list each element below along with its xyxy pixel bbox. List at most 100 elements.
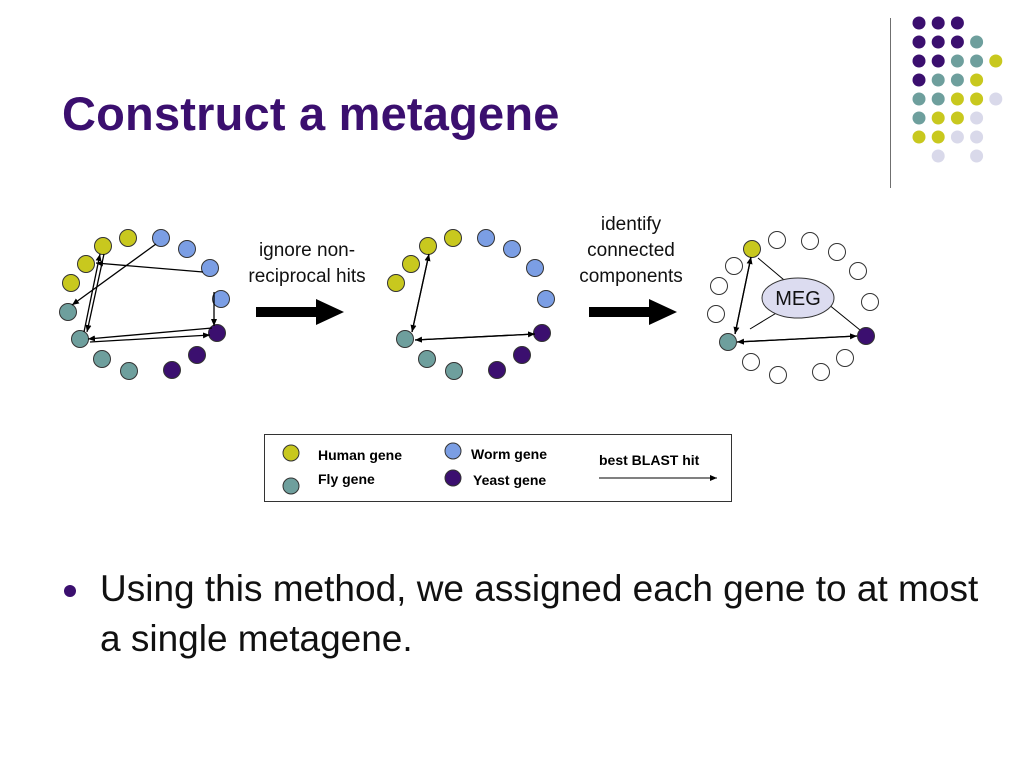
panel2-reciprocal-arrow — [411, 253, 431, 333]
panel1-yeast-gene — [208, 324, 226, 342]
panel1-worm-gene — [212, 290, 230, 308]
legend-fly-swatch — [282, 477, 300, 495]
decorative-dot — [931, 16, 945, 30]
panel2-fly-gene — [396, 330, 414, 348]
decorative-dot — [931, 73, 945, 87]
metagene-label: MEG — [775, 288, 821, 310]
panel2-human-gene — [387, 274, 405, 292]
panel1-best-hit-arrow — [83, 253, 102, 333]
panel2-fly-gene — [418, 350, 436, 368]
step1-process-arrow — [256, 299, 344, 325]
panel3-reciprocal-arrow — [736, 335, 858, 345]
panel3-connector-line — [749, 311, 779, 330]
decorative-dot — [950, 130, 964, 144]
panel3-empty-slot — [769, 366, 787, 384]
panel1-best-hit-arrow — [87, 327, 213, 342]
panel2-human-gene — [419, 237, 437, 255]
legend-arrow-label: best BLAST hit — [599, 452, 700, 468]
panel1-human-gene — [119, 229, 137, 247]
panel3-empty-slot — [828, 243, 846, 261]
panel1-worm-gene — [178, 240, 196, 258]
legend-human-label: Human gene — [318, 447, 403, 463]
decorative-dot — [912, 35, 926, 49]
panel1-human-gene — [94, 237, 112, 255]
decorative-dot — [912, 16, 926, 30]
panel1-human-gene — [77, 255, 95, 273]
decorative-dot — [950, 16, 964, 30]
step2-process-arrow — [589, 299, 677, 325]
decorative-dot — [912, 130, 926, 144]
decorative-dot — [970, 54, 984, 68]
panel2-worm-gene — [526, 259, 544, 277]
panel2-worm-gene — [503, 240, 521, 258]
panel3-empty-slot — [707, 305, 725, 323]
bullet-icon — [64, 585, 76, 597]
decorative-dot — [970, 35, 984, 49]
panel2-worm-gene — [477, 229, 495, 247]
decorative-dot — [950, 73, 964, 87]
decorative-dot — [989, 54, 1003, 68]
decorative-dot — [970, 111, 984, 125]
metagene-diagram: MEG — [59, 229, 879, 384]
decorative-dot — [989, 92, 1003, 106]
panel3-empty-slot — [836, 349, 854, 367]
panel3-empty-slot — [710, 277, 728, 295]
legend-symbols — [282, 442, 717, 495]
decorative-dot — [931, 130, 945, 144]
panel1-worm-gene — [152, 229, 170, 247]
decorative-dot — [912, 111, 926, 125]
legend-worm-swatch — [444, 442, 462, 460]
panel3-connector-line — [827, 303, 861, 331]
legend-yeast-swatch — [444, 469, 462, 487]
legend-yeast-label: Yeast gene — [473, 472, 547, 488]
panel3-empty-slot — [849, 262, 867, 280]
panel1-best-hit-arrow — [71, 243, 157, 306]
decorative-dot — [950, 35, 964, 49]
step2-caption-text: identify connected components — [579, 214, 683, 287]
panel1-best-hit-arrow — [89, 332, 211, 343]
panel2-yeast-gene — [513, 346, 531, 364]
panel2-reciprocal-arrow — [414, 333, 536, 343]
panel1-best-hit-arrow — [95, 260, 204, 273]
panel1-best-hit-arrow — [85, 253, 105, 333]
decorative-dot — [950, 111, 964, 125]
decorative-dot — [950, 54, 964, 68]
decorative-dot — [931, 111, 945, 125]
panel3-empty-slot — [801, 232, 819, 250]
panel3-empty-slot — [725, 257, 743, 275]
decorative-divider — [890, 18, 891, 188]
legend: Human gene Fly gene Worm gene Yeast gene… — [264, 434, 732, 502]
decorative-dot — [912, 92, 926, 106]
decorative-dot — [950, 92, 964, 106]
panel1-human-gene — [62, 274, 80, 292]
panel1-fly-gene — [120, 362, 138, 380]
panel3-empty-slot — [812, 363, 830, 381]
panel3-reciprocal-arrow — [734, 256, 753, 335]
legend-fly-label: Fly gene — [318, 471, 375, 487]
panel2-fly-gene — [445, 362, 463, 380]
panel3-fly-gene — [719, 333, 737, 351]
step1-caption: ignore non- reciprocal hits — [232, 238, 382, 290]
panel3-yeast-gene — [857, 327, 875, 345]
panel2-worm-gene — [537, 290, 555, 308]
decorative-dot — [970, 73, 984, 87]
panel1-fly-gene — [59, 303, 77, 321]
step2-caption: identify connected components — [560, 212, 702, 290]
decorative-dot — [912, 73, 926, 87]
decorative-dot — [931, 149, 945, 163]
panel2-human-gene — [402, 255, 420, 273]
decorative-dot — [970, 149, 984, 163]
decorative-dot — [970, 130, 984, 144]
decorative-dot — [931, 92, 945, 106]
panel1-fly-gene — [93, 350, 111, 368]
slide-title: Construct a metagene — [62, 87, 560, 140]
panel2-yeast-gene — [488, 361, 506, 379]
decorative-dot — [931, 54, 945, 68]
step1-caption-text: ignore non- reciprocal hits — [248, 240, 366, 287]
metagene-node — [761, 277, 835, 319]
panel3-empty-slot — [861, 293, 879, 311]
panel1-yeast-gene — [188, 346, 206, 364]
panel3-empty-slot — [768, 231, 786, 249]
decorative-dot — [931, 35, 945, 49]
decorative-dot-grid — [912, 16, 1003, 163]
